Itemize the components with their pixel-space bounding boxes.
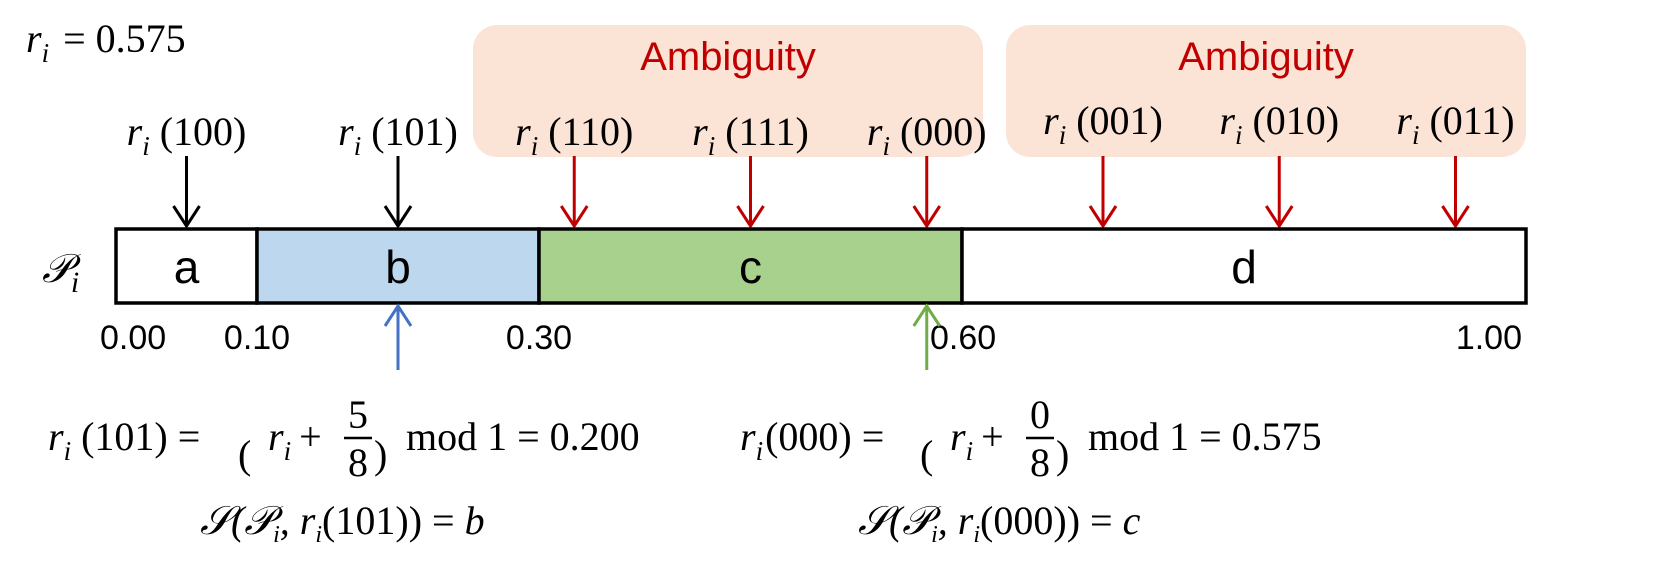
selection-formula: 𝒮(𝒫i, ri(000)) = c (858, 498, 1141, 548)
arrow-label: ri(111) (692, 109, 809, 161)
ambiguity-box (1006, 25, 1526, 157)
ri-value: = 0.575 (63, 16, 186, 61)
formula-numerator: 5 (348, 392, 368, 437)
down-arrow-head (912, 205, 942, 229)
down-arrow-head (1264, 205, 1294, 229)
ambiguity-label: Ambiguity (1178, 35, 1354, 79)
segment-label-a: a (174, 241, 200, 293)
arrow-label: ri(110) (515, 109, 633, 161)
formula-numerator: 0 (1030, 392, 1050, 437)
arrow-layer: ri(100) ri(101) ri(110) ri(111) ri(000) ri(00… (127, 98, 1515, 229)
down-arrow-head (736, 205, 765, 229)
formula-right-paren: ) (1056, 432, 1069, 477)
down-arrow-head (1088, 205, 1118, 229)
ri-subscript: i (42, 38, 50, 68)
formula-denominator: 8 (348, 440, 368, 485)
ri-value-header: ri = 0.575 (26, 16, 186, 68)
arrow-label: ri(100) (127, 109, 247, 161)
bar-label: 𝒫i (42, 246, 82, 299)
formula-mod: mod 1 = 0.200 (406, 414, 640, 459)
formula-left-paren: ( (920, 432, 933, 477)
down-arrow-head (383, 205, 413, 229)
ambiguity-box (473, 25, 983, 157)
down-arrow-head (1441, 205, 1470, 229)
formula-ri-plus: ri+ (950, 414, 1004, 466)
ambiguity-label: Ambiguity (640, 35, 816, 79)
formula-left-paren: ( (238, 432, 251, 477)
selector-layer (383, 303, 942, 370)
segment-label-d: d (1231, 241, 1257, 293)
arrow-label: ri(000) (867, 109, 987, 161)
down-arrow-head (559, 205, 589, 229)
segment-c (537, 227, 964, 305)
segment-d (960, 227, 1528, 305)
arrow-label: ri(101) (338, 109, 458, 161)
up-arrow-head (912, 303, 942, 327)
formula-denominator: 8 (1030, 440, 1050, 485)
selection-formula: 𝒮(𝒫i, ri(101)) = b (200, 498, 485, 548)
up-arrow-head (383, 303, 413, 327)
segment-label-b: b (385, 241, 411, 293)
arrow-label: ri(001) (1043, 98, 1163, 150)
formula-mod: mod 1 = 0.575 (1088, 414, 1322, 459)
tick-label: 0.00 (100, 319, 166, 357)
tick-layer: 0.00 0.10 0.30 0.60 1.00 (100, 319, 1522, 357)
tick-label: 0.60 (930, 319, 996, 357)
tick-label: 0.30 (506, 319, 572, 357)
segment-label-c: c (739, 241, 762, 293)
formula-lhs: ri(000) = (740, 414, 884, 466)
ri-symbol: r (26, 16, 42, 61)
arrow-label: ri(010) (1219, 98, 1339, 150)
tick-label: 1.00 (1456, 319, 1522, 357)
tick-label: 0.10 (224, 319, 290, 357)
probability-bar: a b c d (114, 227, 1528, 305)
bar-label-sub: i (71, 266, 79, 299)
arrow-label: ri(011) (1396, 98, 1514, 150)
segment-b (255, 227, 541, 305)
formula-lhs: ri(101) = (48, 414, 200, 466)
ambiguity-layer: Ambiguity Ambiguity (473, 25, 1526, 157)
formula-right-paren: ) (374, 432, 387, 477)
down-arrow-head (172, 205, 201, 229)
formula-ri-plus: ri+ (268, 414, 322, 466)
